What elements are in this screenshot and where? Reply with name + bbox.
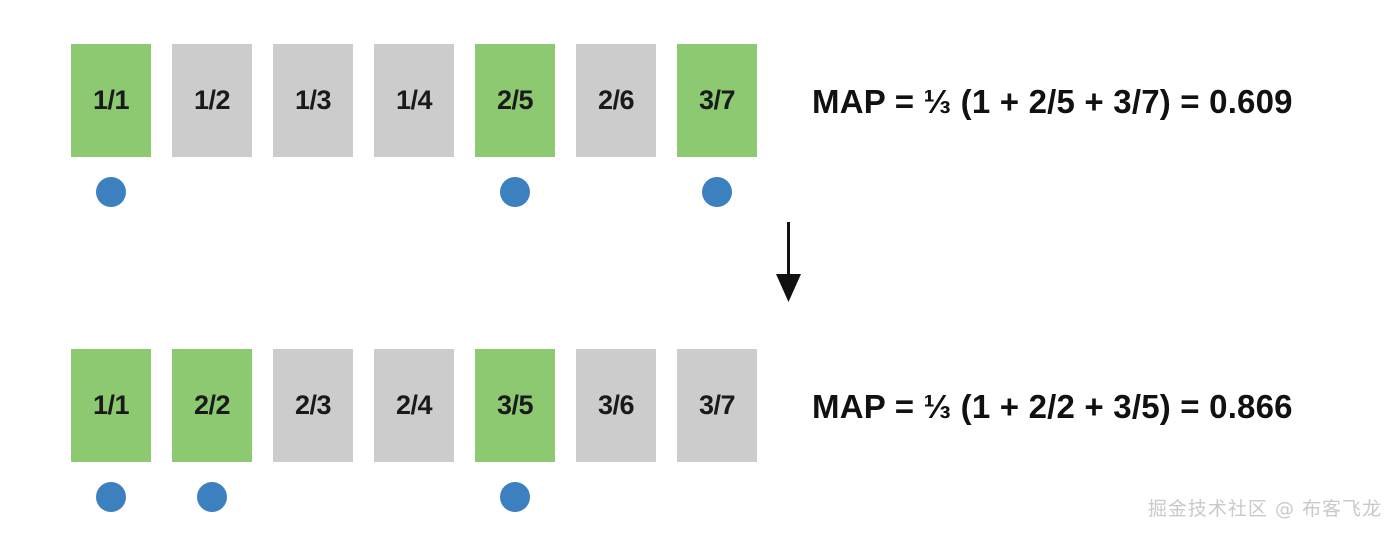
relevance-marker-dot xyxy=(500,177,530,207)
rank-box: 3/7 xyxy=(677,349,757,462)
relevance-marker-list-1 xyxy=(71,157,758,207)
rank-box: 1/1 xyxy=(71,349,151,462)
rank-box: 3/7 xyxy=(677,44,757,157)
relevance-marker-dot xyxy=(702,177,732,207)
rank-box: 2/5 xyxy=(475,44,555,157)
rank-box: 1/2 xyxy=(172,44,252,157)
relevance-marker-dot xyxy=(197,482,227,512)
rank-box: 3/5 xyxy=(475,349,555,462)
rank-box: 1/4 xyxy=(374,44,454,157)
rank-box: 3/6 xyxy=(576,349,656,462)
rank-box-list-1: 1/1 1/2 1/3 1/4 2/5 2/6 3/7 xyxy=(71,44,758,157)
rank-box: 1/3 xyxy=(273,44,353,157)
relevance-marker-dot xyxy=(500,482,530,512)
relevance-marker-dot xyxy=(96,482,126,512)
map-formula-row-1: MAP = ⅓ (1 + 2/5 + 3/7) = 0.609 xyxy=(812,83,1293,120)
rank-box: 2/2 xyxy=(172,349,252,462)
rank-box: 2/4 xyxy=(374,349,454,462)
ranking-row-1: 1/1 1/2 1/3 1/4 2/5 2/6 3/7 xyxy=(71,44,758,207)
ranking-row-2: 1/1 2/2 2/3 2/4 3/5 3/6 3/7 xyxy=(71,349,758,512)
map-formula-row-2: MAP = ⅓ (1 + 2/2 + 3/5) = 0.866 xyxy=(812,388,1293,425)
rank-box-list-2: 1/1 2/2 2/3 2/4 3/5 3/6 3/7 xyxy=(71,349,758,462)
watermark: 掘金技术社区 @ 布客飞龙 xyxy=(1147,498,1382,520)
rank-box: 2/6 xyxy=(576,44,656,157)
relevance-marker-list-2 xyxy=(71,462,758,512)
improvement-arrow xyxy=(770,222,810,309)
rank-box: 2/3 xyxy=(273,349,353,462)
relevance-marker-dot xyxy=(96,177,126,207)
rank-box: 1/1 xyxy=(71,44,151,157)
